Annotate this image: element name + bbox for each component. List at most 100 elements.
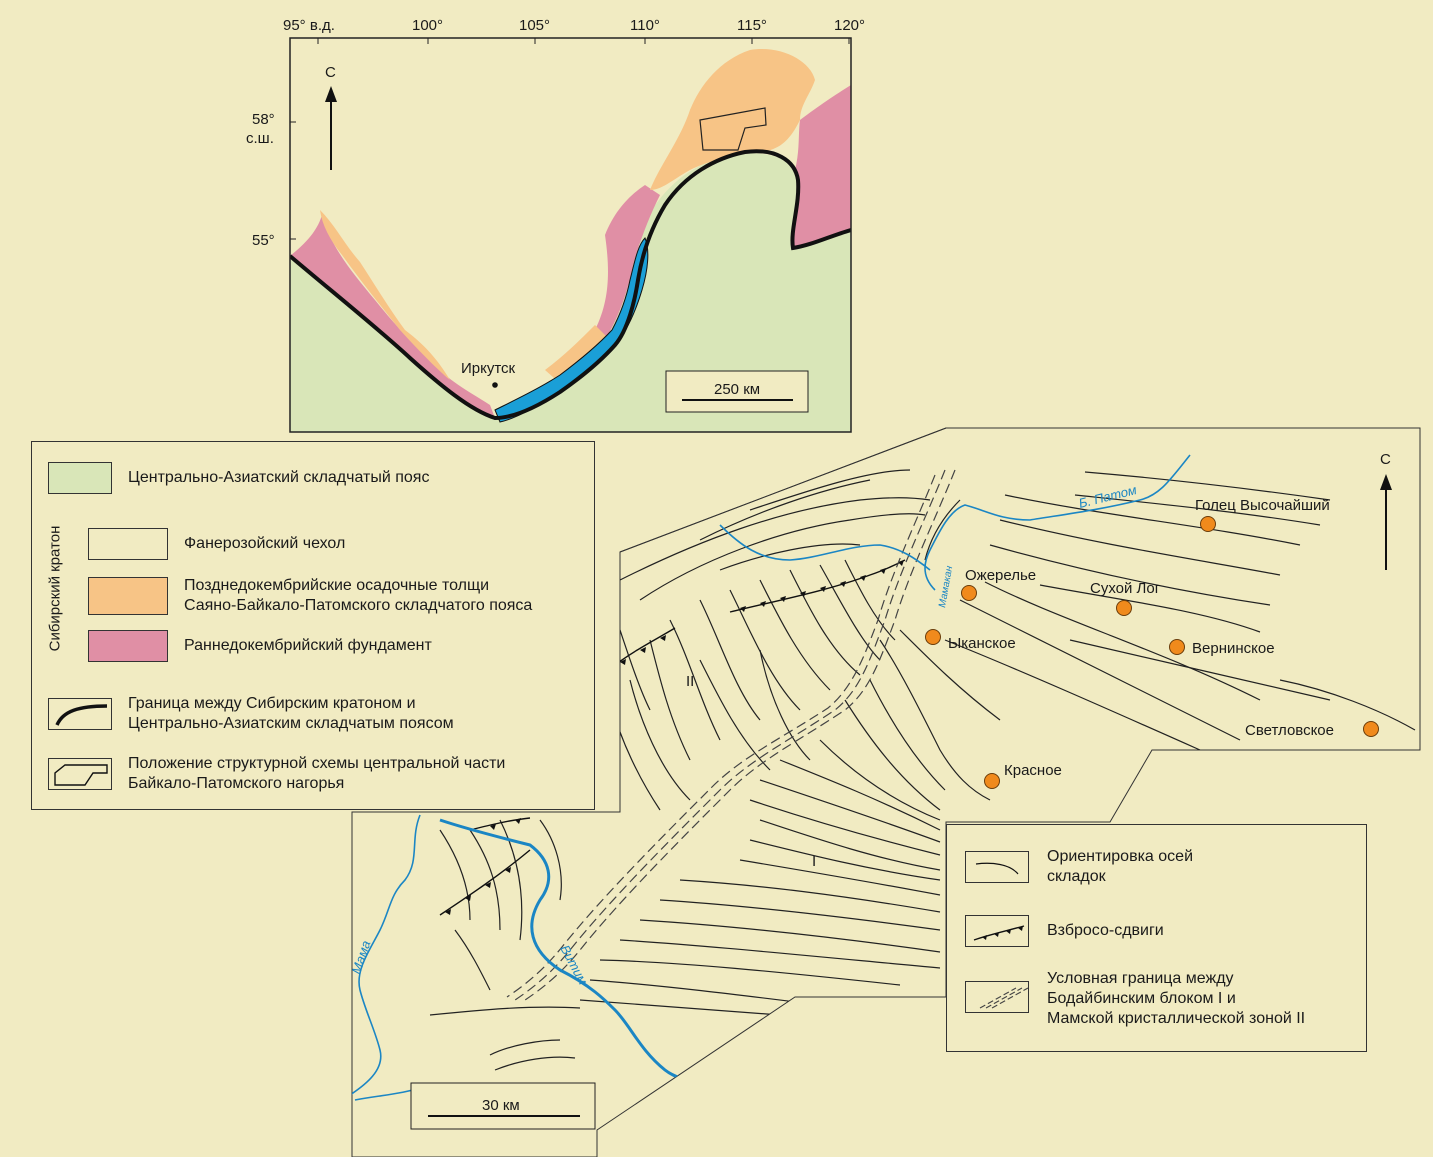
legend-label-scheme-line2: Байкало-Патомского нагорья [128, 775, 345, 792]
north-arrow-detail: С [1380, 451, 1392, 570]
deposit-golets-dot [1200, 516, 1216, 532]
basement-east [792, 85, 851, 248]
legend-label-basement: Раннедокембрийский фундамент [184, 637, 432, 654]
river-patom [924, 454, 1191, 591]
deposit-ozherelye-label: Ожерелье [965, 567, 1036, 584]
detail-legend-label-border-line3: Мамской кристаллической зоной II [1047, 1010, 1306, 1027]
legend-label-cover: Фанерозойский чехол [184, 535, 346, 552]
lon-ticks: 95° в.д. 100° 105° 110° 115° 120° [283, 17, 865, 44]
craton-boundary [290, 149, 851, 421]
detail-legend-label-folds: Ориентировка осей складок [1047, 847, 1193, 887]
river-vitim [439, 818, 696, 1087]
legend-label-boundary: Граница между Сибирским кратоном и Центра… [128, 694, 454, 734]
main-legend: Центрально-Азиатский складчатый пояс Сиб… [31, 441, 595, 810]
legend-label-boundary-line2: Центрально-Азиатским складчатым поясом [128, 715, 454, 732]
legend-row-belt: Центрально-Азиатский складчатый пояс [48, 462, 429, 494]
detail-legend-label-folds-line1: Ориентировка осей [1047, 848, 1194, 865]
legend-label-belt: Центрально-Азиатский складчатый пояс [128, 469, 430, 486]
legend-swatch-scheme [48, 758, 112, 790]
deposit-krasnoe-dot [984, 773, 1000, 789]
deposit-svetlovskoe-dot [1363, 721, 1379, 737]
legend-row-cover: Фанерозойский чехол [88, 528, 345, 560]
river-upper [719, 524, 931, 571]
sediments-sayan [320, 210, 450, 380]
rivers [352, 454, 1191, 1101]
legend-swatch-boundary [48, 698, 112, 730]
deposit-krasnoe-label: Красное [1004, 762, 1062, 779]
deposits: Голец Высочайший Ожерелье Сухой Лог Ыкан… [925, 497, 1379, 789]
legend-row-boundary: Граница между Сибирским кратоном и Центра… [48, 694, 454, 734]
block-I-label: I [812, 853, 816, 870]
detail-legend-label-folds-line2: складок [1047, 868, 1106, 885]
lon-tick-100: 100° [412, 17, 443, 34]
north-label-overview: С [325, 64, 336, 81]
scheme-outline [699, 107, 767, 151]
sediments-patom [650, 49, 815, 190]
legend-label-scheme: Положение структурной схемы центральной … [128, 754, 505, 794]
legend-swatch-basement [88, 630, 168, 662]
deposit-svetlovskoe-label: Светловское [1245, 722, 1334, 739]
thrust-teeth [445, 560, 904, 915]
legend-row-scheme: Положение структурной схемы центральной … [48, 754, 505, 794]
legend-swatch-cover [88, 528, 168, 560]
thrust-faults [439, 559, 906, 916]
lat-tick-58-suffix: с.ш. [246, 130, 274, 147]
legend-craton-label: Сибирский кратон [46, 525, 64, 652]
scale-label-overview: 250 км [714, 381, 760, 398]
overview-frame [289, 37, 852, 433]
north-label-detail: С [1380, 451, 1391, 468]
fold-axes [429, 469, 1416, 1071]
detail-legend-row-thrusts: Взбросо-сдвиги [965, 915, 1164, 947]
legend-label-sediment-line1: Позднедокембрийские осадочные толщи [184, 577, 490, 594]
river-mama [352, 814, 421, 1096]
lon-tick-115: 115° [737, 17, 767, 34]
detail-legend-swatch-thrusts [965, 915, 1029, 947]
sediments-baikal [545, 325, 608, 385]
north-arrow-overview: С [325, 64, 337, 170]
detail-legend-swatch-border [965, 981, 1029, 1013]
lat-ticks: 58° с.ш. 55° [246, 111, 296, 249]
scale-label-detail: 30 км [482, 1097, 520, 1114]
lon-tick-120: 120° [834, 17, 865, 34]
deposit-golets-label: Голец Высочайший [1195, 497, 1330, 514]
detail-legend-swatch-folds [965, 851, 1029, 883]
deposit-verninskoe-dot [1169, 639, 1185, 655]
legend-label-scheme-line1: Положение структурной схемы центральной … [128, 755, 506, 772]
deposit-verninskoe-label: Вернинское [1192, 640, 1275, 657]
overview-map [290, 38, 851, 432]
block-border [506, 469, 956, 1001]
irkutsk-dot [492, 382, 498, 388]
detail-legend-label-thrusts: Взбросо-сдвиги [1047, 922, 1164, 939]
deposit-ykanskoe-dot [925, 629, 941, 645]
connector-top [619, 427, 947, 553]
deposit-ykanskoe-label: Ыканское [948, 635, 1016, 652]
lat-tick-55: 55° [252, 232, 275, 249]
legend-craton-group: Сибирский кратон [45, 520, 65, 660]
scale-box-detail [410, 1082, 596, 1130]
legend-row-basement: Раннедокембрийский фундамент [88, 630, 432, 662]
zone-II-label: II [686, 673, 694, 690]
detail-legend-row-folds: Ориентировка осей складок [965, 847, 1193, 887]
scale-box-overview [665, 370, 809, 413]
irkutsk-label: Иркутск [461, 360, 516, 377]
deposit-ozherelye-dot [961, 585, 977, 601]
deposit-sukhoilog-label: Сухой Лог [1090, 580, 1161, 597]
basement-central [595, 185, 660, 340]
lat-tick-58: 58° [252, 111, 275, 128]
legend-label-sediment-line2: Саяно-Байкало-Патомского складчатого поя… [184, 597, 533, 614]
lon-tick-95: 95° в.д. [283, 17, 335, 34]
detail-legend-label-border-line1: Условная граница между [1047, 970, 1234, 987]
detail-legend-label-border-line2: Бодайбинским блоком I и [1047, 990, 1236, 1007]
legend-swatch-sediment [88, 577, 168, 615]
lon-tick-105: 105° [519, 17, 550, 34]
legend-swatch-belt [48, 462, 112, 494]
basement-west [290, 215, 495, 418]
lon-tick-110: 110° [630, 17, 660, 34]
legend-label-boundary-line1: Граница между Сибирским кратоном и [128, 695, 416, 712]
